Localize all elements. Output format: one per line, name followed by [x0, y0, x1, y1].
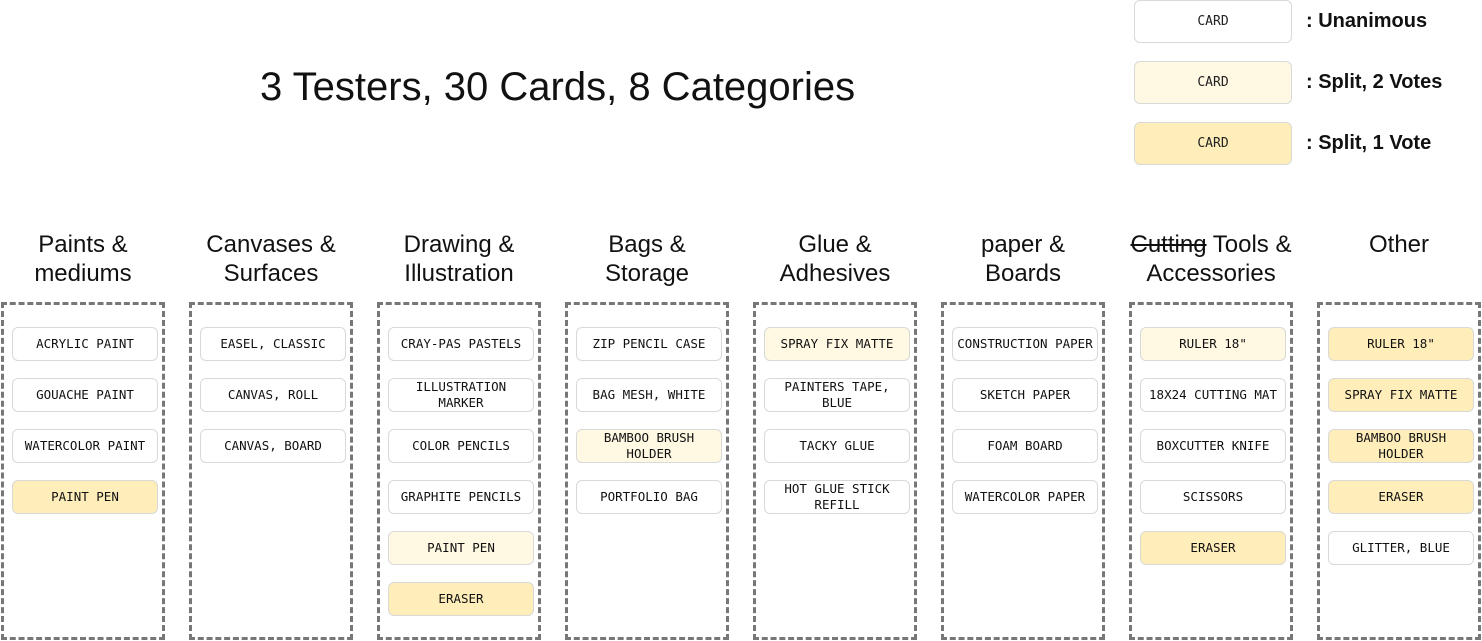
card[interactable]: SKETCH PAPER: [952, 378, 1098, 412]
category-title-line-1: Other: [1313, 230, 1482, 259]
category-title: Glue &Adhesives: [749, 230, 921, 288]
category-title-line-1: Drawing &: [373, 230, 545, 259]
card[interactable]: ZIP PENCIL CASE: [576, 327, 722, 361]
category-title-line-1: Canvases &: [185, 230, 357, 259]
category-column: CONSTRUCTION PAPER SKETCH PAPER FOAM BOARD…: [941, 302, 1105, 640]
category-title-line-2: Accessories: [1146, 260, 1276, 287]
category-title: paper &Boards: [937, 230, 1109, 288]
card[interactable]: COLOR PENCILS: [388, 429, 534, 463]
category-title-text: Canvases &: [206, 231, 336, 258]
category-column: CRAY-PAS PASTELS ILLUSTRATION MARKER COLOR…: [377, 302, 541, 640]
card[interactable]: ILLUSTRATION MARKER: [388, 378, 534, 412]
card[interactable]: PAINT PEN: [12, 480, 158, 514]
category-title-line-1: Glue &: [749, 230, 921, 259]
card[interactable]: BOXCUTTER KNIFE: [1140, 429, 1286, 463]
category-column: RULER 18" SPRAY FIX MATTE BAMBOO BRUSH HOL…: [1317, 302, 1481, 640]
category-title-line-2: Boards: [984, 260, 1062, 287]
category-title-text: Other: [1368, 231, 1430, 258]
card[interactable]: ERASER: [1328, 480, 1474, 514]
card[interactable]: CANVAS, ROLL: [200, 378, 346, 412]
category-title-line-2: Illustration: [404, 260, 514, 287]
card[interactable]: RULER 18": [1328, 327, 1474, 361]
category-title: Cutting Tools &Accessories: [1125, 230, 1297, 288]
category-title-line-1: Bags &: [561, 230, 733, 259]
card[interactable]: FOAM BOARD: [952, 429, 1098, 463]
legend-card-unanimous: CARD: [1134, 0, 1292, 43]
category-column: ZIP PENCIL CASE BAG MESH, WHITE BAMBOO BRU…: [565, 302, 729, 640]
legend-label-split-1-vote: : Split, 1 Vote: [1306, 132, 1432, 154]
category-column: ACRYLIC PAINT GOUACHE PAINT WATERCOLOR PAI…: [1, 302, 165, 640]
category-title: Other: [1313, 230, 1482, 259]
category-title-line-2: Storage: [604, 260, 690, 287]
category-title-line-1: Cutting Tools &: [1125, 230, 1297, 259]
legend-card-split-2-votes: CARD: [1134, 61, 1292, 104]
card[interactable]: SPRAY FIX MATTE: [764, 327, 910, 361]
card[interactable]: TACKY GLUE: [764, 429, 910, 463]
card[interactable]: ERASER: [1140, 531, 1286, 565]
card[interactable]: BAMBOO BRUSH HOLDER: [1328, 429, 1474, 463]
card[interactable]: WATERCOLOR PAPER: [952, 480, 1098, 514]
card[interactable]: HOT GLUE STICK REFILL: [764, 480, 910, 514]
category-column: SPRAY FIX MATTE PAINTERS TAPE, BLUE TACKY …: [753, 302, 917, 640]
card[interactable]: CANVAS, BOARD: [200, 429, 346, 463]
category-title: Drawing &Illustration: [373, 230, 545, 288]
category-title: Canvases &Surfaces: [185, 230, 357, 288]
card[interactable]: CONSTRUCTION PAPER: [952, 327, 1098, 361]
category-title-text: Bags &: [608, 231, 686, 258]
category-column: EASEL, CLASSIC CANVAS, ROLL CANVAS, BOARD: [189, 302, 353, 640]
category-column: RULER 18" 18X24 CUTTING MAT BOXCUTTER KNIF…: [1129, 302, 1293, 640]
card[interactable]: ACRYLIC PAINT: [12, 327, 158, 361]
category-title-text: paper &: [980, 231, 1066, 258]
category-title-text: Glue &: [798, 231, 872, 258]
card[interactable]: PAINTERS TAPE, BLUE: [764, 378, 910, 412]
card[interactable]: BAG MESH, WHITE: [576, 378, 722, 412]
category-title-text: Paints &: [38, 231, 128, 258]
category-title-text: Drawing &: [403, 231, 515, 258]
card[interactable]: EASEL, CLASSIC: [200, 327, 346, 361]
category-title-line-2: Surfaces: [223, 260, 319, 287]
card[interactable]: PAINT PEN: [388, 531, 534, 565]
card[interactable]: WATERCOLOR PAINT: [12, 429, 158, 463]
card[interactable]: 18X24 CUTTING MAT: [1140, 378, 1286, 412]
card[interactable]: BAMBOO BRUSH HOLDER: [576, 429, 722, 463]
card[interactable]: SCISSORS: [1140, 480, 1286, 514]
card[interactable]: PORTFOLIO BAG: [576, 480, 722, 514]
page-title: 3 Testers, 30 Cards, 8 Categories: [260, 65, 856, 109]
card[interactable]: SPRAY FIX MATTE: [1328, 378, 1474, 412]
category-title: Bags &Storage: [561, 230, 733, 288]
card[interactable]: GOUACHE PAINT: [12, 378, 158, 412]
category-title: Paints &mediums: [0, 230, 169, 288]
category-title-line-2: mediums: [34, 260, 132, 287]
category-title-line-2: Adhesives: [779, 260, 891, 287]
category-title-struck-word: Cutting: [1130, 231, 1207, 258]
card[interactable]: GLITTER, BLUE: [1328, 531, 1474, 565]
category-title-text: Tools &: [1206, 231, 1292, 258]
category-title-line-1: Paints &: [0, 230, 169, 259]
category-title-line-1: paper &: [937, 230, 1109, 259]
card[interactable]: CRAY-PAS PASTELS: [388, 327, 534, 361]
card[interactable]: RULER 18": [1140, 327, 1286, 361]
legend-label-unanimous: : Unanimous: [1306, 10, 1428, 32]
card[interactable]: GRAPHITE PENCILS: [388, 480, 534, 514]
legend-label-split-2-votes: : Split, 2 Votes: [1306, 71, 1443, 93]
card[interactable]: ERASER: [388, 582, 534, 616]
legend-card-split-1-vote: CARD: [1134, 122, 1292, 165]
